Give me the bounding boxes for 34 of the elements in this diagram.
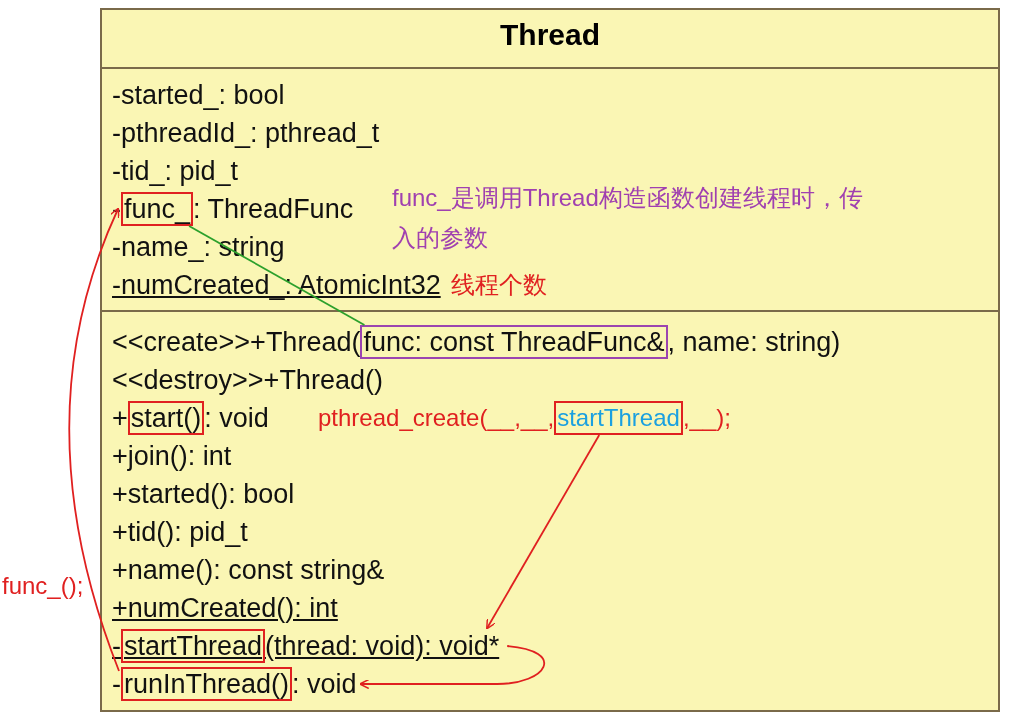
method-text: +started(): bool (112, 478, 295, 510)
method-text: (thread: void): void* (265, 630, 500, 662)
method-text: +name(): const string& (112, 554, 385, 586)
highlight-box: func_ (121, 192, 194, 226)
attribute-text: -numCreated_: AtomicInt32 (112, 269, 441, 301)
method-text: <<create>>+Thread( (112, 326, 361, 358)
connector-line (188, 225, 366, 326)
attribute-text: : ThreadFunc (193, 193, 354, 225)
method-text: +join(): int (112, 440, 232, 472)
attribute-text: -started_: bool (112, 79, 285, 111)
highlight-box: runInThread() (121, 667, 293, 701)
attribute-text: -pthreadId_: pthread_t (112, 117, 380, 149)
method-text: +tid(): pid_t (112, 516, 248, 548)
method-text: - (112, 630, 121, 662)
class-box (100, 8, 1000, 712)
method-text: +numCreated(): int (112, 592, 338, 624)
method-text: , name: string) (667, 326, 841, 358)
arrow (486, 434, 601, 630)
method-text: <<destroy>>+Thread() (112, 364, 383, 396)
arrow (359, 645, 546, 690)
annotation-text: func_是调用Thread构造函数创建线程时，传入的参数 (392, 183, 864, 253)
method-text: : void (292, 668, 357, 700)
attribute-text: -tid_: pid_t (112, 155, 239, 187)
method-text: - (112, 668, 121, 700)
highlight-box: startThread (554, 401, 683, 435)
annotation-text: ,__); (682, 404, 731, 432)
annotation-text: 线程个数 (450, 270, 547, 300)
annotation-text: pthread_create(__,__, (318, 404, 555, 432)
highlight-box: func: const ThreadFunc& (360, 325, 668, 359)
method-text: : void (204, 402, 269, 434)
highlight-box: startThread (121, 629, 266, 663)
highlight-box: start() (127, 401, 205, 435)
method-text: + (112, 402, 128, 434)
class-name: Thread (499, 18, 601, 52)
